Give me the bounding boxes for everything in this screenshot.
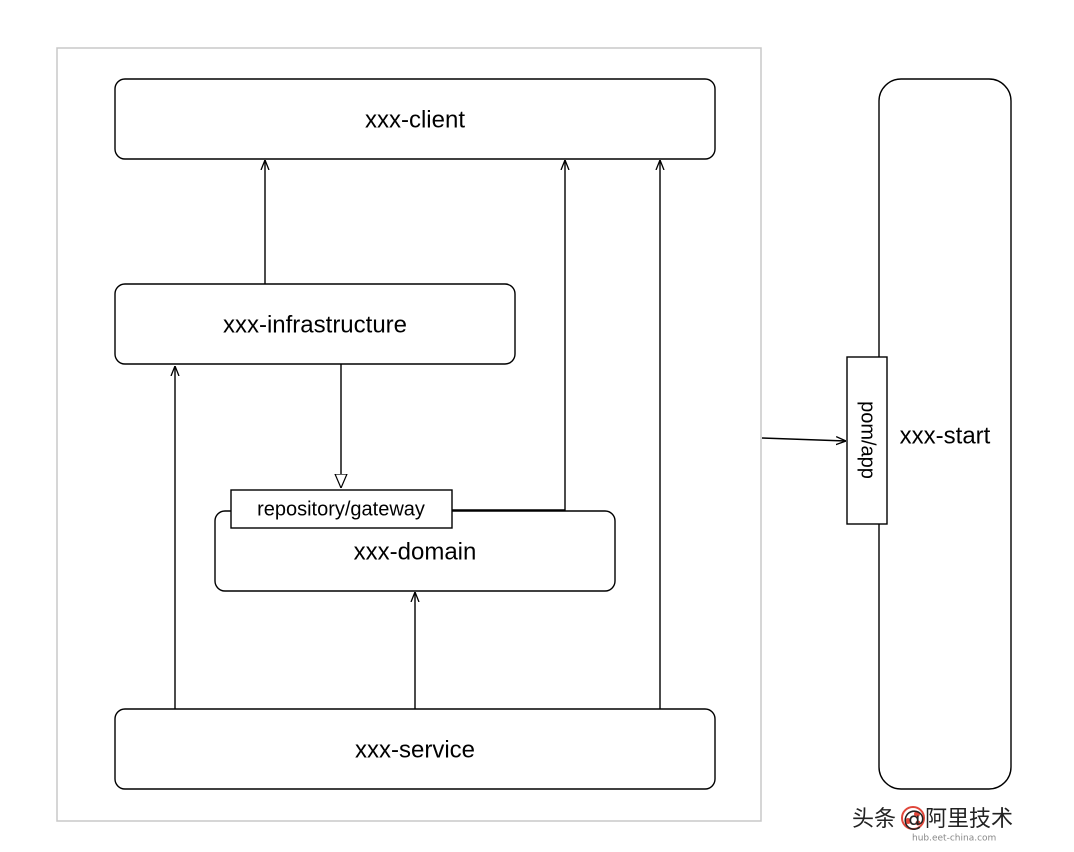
start-box: xxx-start [878,78,1012,790]
arrow-domain-to-client [452,160,565,511]
watermark-text: 头条 @阿里技术 [852,807,1013,832]
service-label: xxx-service [355,736,475,763]
service-box: xxx-service [114,708,716,790]
repository-gateway-port: repository/gateway [230,489,453,529]
client-box: xxx-client [114,78,716,160]
domain-box: xxx-domain [214,510,616,592]
infrastructure-box: xxx-infrastructure [114,283,516,365]
pom-app-port: pom/app [846,356,888,525]
arrow-modules-to-pom-app [761,438,846,441]
watermark-subtext: hub.eet-china.com [912,834,996,844]
module-group-frame [56,47,762,822]
client-label: xxx-client [365,106,465,133]
repository-gateway-label: repository/gateway [257,498,425,520]
pom-app-label: pom/app [857,401,879,479]
infrastructure-label: xxx-infrastructure [223,311,407,338]
watermark: 头条 @阿里技术 hub.eet-china.com [852,806,1013,844]
domain-label: xxx-domain [354,538,477,565]
start-label: xxx-start [900,422,991,449]
share-logo-icon [901,806,925,830]
